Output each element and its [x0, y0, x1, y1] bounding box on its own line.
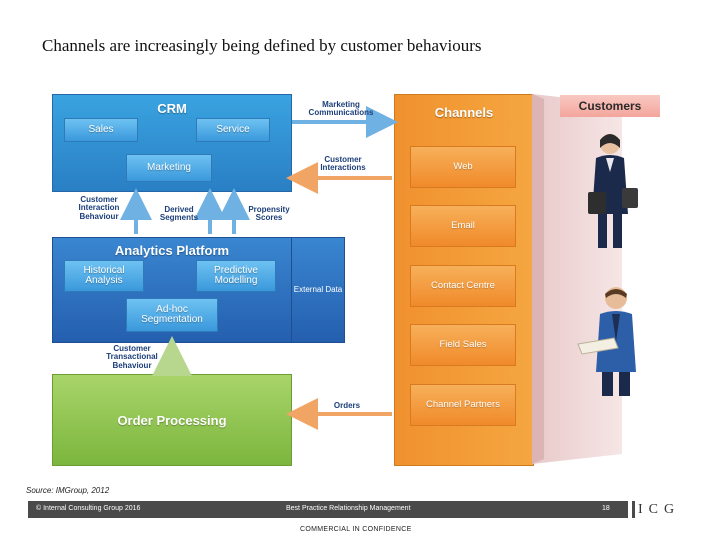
- label-marketing-communications: Marketing Communications: [308, 100, 374, 118]
- crm-sales-box: Sales: [64, 118, 138, 142]
- confidential-note: COMMERCIAL IN CONFIDENCE: [300, 526, 412, 533]
- customer-man-figure: [577, 287, 636, 396]
- footer-title: Best Practice Relationship Management: [286, 505, 411, 512]
- slide-title: Channels are increasingly being defined …: [42, 36, 482, 55]
- channel-contact-centre: Contact Centre: [410, 265, 516, 307]
- channel-email: Email: [410, 205, 516, 247]
- order-processing-title: Order Processing: [117, 412, 227, 428]
- channel-field-sales: Field Sales: [410, 324, 516, 366]
- customer-woman-figure: [588, 134, 638, 248]
- footer-bar: © Internal Consulting Group 2016 Best Pr…: [28, 501, 628, 518]
- footer-copyright: © Internal Consulting Group 2016: [36, 505, 141, 512]
- source-note: Source: IMGroup, 2012: [26, 486, 110, 495]
- customers-label: Customers: [560, 95, 660, 117]
- channel-web: Web: [410, 146, 516, 188]
- icg-logo: ICG: [632, 501, 683, 518]
- channels-title: Channels: [434, 105, 494, 120]
- channel-partners: Channel Partners: [410, 384, 516, 426]
- label-propensity-scores: Propensity Scores: [248, 205, 290, 223]
- label-customer-interaction-behaviour: Customer Interaction Behaviour: [78, 195, 120, 221]
- page-number: 18: [602, 505, 610, 512]
- crm-title: CRM: [157, 101, 187, 116]
- label-derived-segments: Derived Segments: [159, 205, 199, 223]
- label-orders: Orders: [333, 401, 361, 410]
- external-data-box: External Data: [291, 237, 345, 343]
- label-customer-transactional-behaviour: Customer Transactional Behaviour: [106, 344, 158, 370]
- crm-marketing-box: Marketing: [126, 154, 212, 182]
- label-customer-interactions: Customer Interactions: [320, 155, 366, 173]
- historical-analysis-box: Historical Analysis: [64, 260, 144, 292]
- adhoc-segmentation-box: Ad-hoc Segmentation: [126, 298, 218, 332]
- analytics-title: Analytics Platform: [114, 243, 230, 258]
- predictive-modelling-box: Predictive Modelling: [196, 260, 276, 292]
- connector-arrows: [120, 106, 398, 430]
- crm-service-box: Service: [196, 118, 270, 142]
